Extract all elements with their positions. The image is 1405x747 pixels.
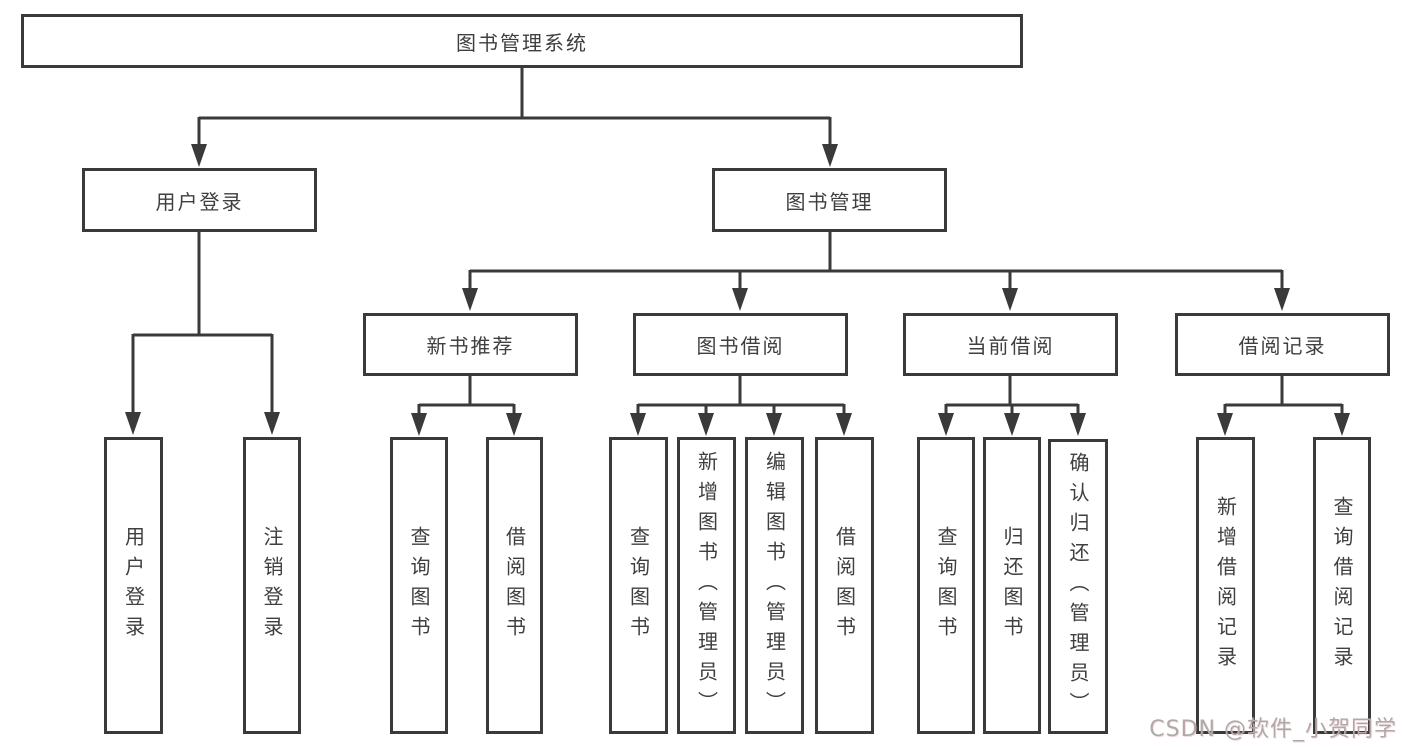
leaf-current-return-books: 归还图书 <box>983 437 1041 734</box>
leaf-borrow-edit-books-admin: 编辑图书（管理员） <box>745 437 804 734</box>
leaf-current-query-books: 查询图书 <box>917 437 975 734</box>
leaf-records-add-record: 新增借阅记录 <box>1196 437 1255 734</box>
node-label: 图书管理系统 <box>456 30 588 55</box>
leaf-records-query-record: 查询借阅记录 <box>1313 437 1371 734</box>
node-label: 借阅图书 <box>502 525 527 646</box>
node-label: 新书推荐 <box>426 334 515 358</box>
node-label: 借阅记录 <box>1238 334 1327 358</box>
node-label: 归还图书 <box>1000 525 1024 646</box>
node-label: 注销登录 <box>260 525 284 646</box>
leaf-borrow-add-books-admin: 新增图书（管理员） <box>677 437 736 734</box>
node-label: 借阅图书 <box>832 525 857 646</box>
node-library-management-system: 图书管理系统 <box>21 14 1023 68</box>
connector-book-mgmt-children <box>462 232 1290 311</box>
leaf-borrow-query-books: 查询图书 <box>609 437 668 734</box>
leaf-newbooks-borrow-books: 借阅图书 <box>486 437 543 734</box>
node-borrow-records: 借阅记录 <box>1175 313 1390 376</box>
connector-user-login-children <box>125 232 280 435</box>
connector-new-books-children <box>411 376 522 436</box>
node-label: 查询图书 <box>934 525 958 646</box>
node-label: 图书管理 <box>785 189 874 214</box>
node-current-borrow: 当前借阅 <box>903 313 1118 376</box>
node-label: 当前借阅 <box>966 334 1055 358</box>
leaf-borrow-borrow-books: 借阅图书 <box>815 437 874 734</box>
connector-current-borrow-children <box>938 376 1086 436</box>
node-label: 图书借阅 <box>696 334 785 358</box>
node-book-management: 图书管理 <box>712 168 947 232</box>
csdn-watermark: CSDN @软件_小贺同学 <box>1149 717 1397 742</box>
node-label: 用户登录 <box>121 525 146 646</box>
node-label: 查询借阅记录 <box>1330 495 1354 676</box>
node-label: 确认归还（管理员） <box>1066 451 1090 722</box>
connector-book-borrow-children <box>630 376 852 436</box>
node-book-borrow: 图书借阅 <box>633 313 848 376</box>
node-label: 查询图书 <box>626 525 651 646</box>
connector-root-to-level2 <box>191 68 838 167</box>
leaf-user-login: 用户登录 <box>104 437 163 734</box>
node-new-book-recommend: 新书推荐 <box>363 313 578 376</box>
leaf-current-confirm-return-admin: 确认归还（管理员） <box>1048 439 1108 734</box>
leaf-logout: 注销登录 <box>243 437 301 734</box>
leaf-newbooks-query-books: 查询图书 <box>390 437 448 734</box>
node-label: 用户登录 <box>155 189 244 214</box>
node-label: 新增图书（管理员） <box>694 450 719 721</box>
node-user-login: 用户登录 <box>82 168 317 232</box>
node-label: 编辑图书（管理员） <box>762 450 787 721</box>
node-label: 新增借阅记录 <box>1213 495 1238 676</box>
node-label: 查询图书 <box>407 525 431 646</box>
connector-borrow-records-children <box>1217 376 1350 436</box>
